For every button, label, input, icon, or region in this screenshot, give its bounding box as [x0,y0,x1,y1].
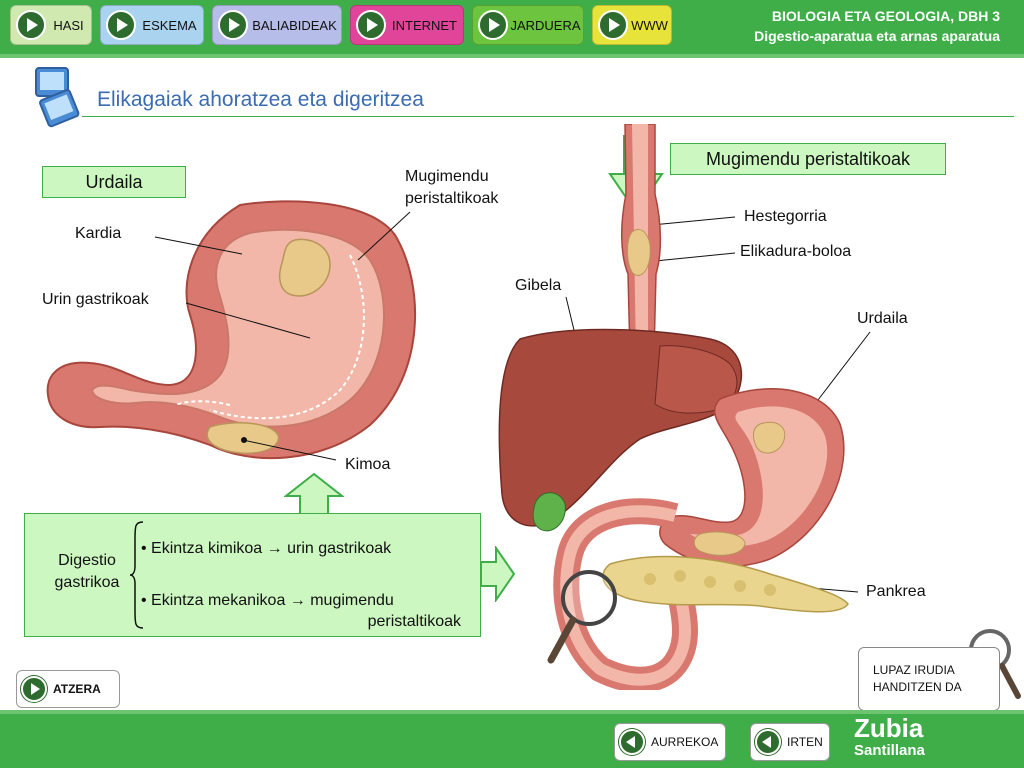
magnify-hint-line2: HANDITZEN DA [873,680,962,694]
nav-button-jarduera[interactable]: JARDUERA [472,5,584,45]
magnify-hint-line1: LUPAZ IRUDIA [873,663,955,677]
magnify-hint-box: LUPAZ IRUDIA HANDITZEN DA [858,647,1000,711]
header-title: BIOLOGIA ETA GEOLOGIA, DBH 3 Digestio-ap… [754,6,1000,46]
magnifier-icon[interactable] [545,568,625,668]
label-elikadura-boloa: Elikadura-boloa [740,243,852,260]
brace-icon [129,521,144,629]
nav-button-label: BALIABIDEAK [252,17,337,33]
play-icon [21,676,47,702]
exit-button[interactable]: IRTEN [750,723,830,761]
brand-name: Zubia [854,713,924,743]
label-urdaila: Urdaila [857,310,908,327]
label-mugimendu-line1: Mugimendu [405,168,489,185]
play-icon [478,10,508,40]
slides-icon [35,67,80,128]
label-hestegorria: Hestegorria [744,208,827,225]
stomach-label-box: Urdaila [42,166,186,198]
nav-button-eskema[interactable]: ESKEMA [100,5,204,45]
nav-button-label: HASI [53,17,84,33]
info-left-line2: gastrikoa [54,574,120,591]
page-title: Elikagaiak ahoratzea eta digeritzea [97,88,424,111]
subject-title: BIOLOGIA ETA GEOLOGIA, DBH 3 [771,8,1000,24]
label-mugimendu-peristaltikoak: Mugimendu peristaltikoak [405,166,498,210]
play-icon [218,10,248,40]
info-row-chemical: • Ekintza kimikoa → urin gastrikoak [141,540,392,557]
label-kimoa: Kimoa [345,456,391,473]
info-row-mechanical-line2: peristaltikoak [367,613,461,630]
play-icon [356,10,386,40]
exit-button-label: IRTEN [787,735,823,749]
nav-button-label: WWW [631,17,668,33]
brand-publisher: Santillana [854,742,925,759]
top-bar-divider [0,54,1024,58]
bottom-bar-divider [0,710,1024,714]
info-row-mechanical: • Ekintza mekanikoa → mugimendu peristal… [141,590,461,632]
right-arrow-icon [480,546,516,602]
title-divider [82,116,1014,117]
nav-button-hasi[interactable]: HASI [10,5,92,45]
back-arrow-icon [755,729,781,755]
info-left-heading: Digestio gastrikoa [33,550,141,594]
up-arrow-icon [284,472,344,516]
previous-button-label: AURREKOA [651,735,719,749]
back-button[interactable]: ATZERA [16,670,120,708]
back-button-label: ATZERA [53,682,101,696]
label-mugimendu-line2: peristaltikoak [405,190,499,207]
peristaltic-label-box: Mugimendu peristaltikoak [670,143,946,175]
label-urin-gastrikoak: Urin gastrikoak [42,291,149,308]
digestive-system-illustration [498,124,849,690]
digestion-info-box: Digestio gastrikoa • Ekintza kimikoa → u… [24,513,481,637]
nav-button-label: ESKEMA [142,17,197,33]
nav-button-internet[interactable]: INTERNET [350,5,464,45]
back-arrow-icon [619,729,645,755]
previous-button[interactable]: AURREKOA [614,723,726,761]
bottom-bar [0,714,1024,768]
label-kardia: Kardia [75,225,122,242]
nav-button-baliabideak[interactable]: BALIABIDEAK [212,5,342,45]
info-left-line1: Digestio [58,552,116,569]
stomach-illustration [46,200,416,460]
nav-button-www[interactable]: WWW [592,5,672,45]
play-icon [16,10,46,40]
label-gibela: Gibela [515,277,562,294]
brand-logo: Zubia Santillana [854,714,925,760]
nav-button-label: JARDUERA [510,17,581,33]
label-pankrea: Pankrea [866,583,926,600]
unit-title: Digestio-aparatua eta arnas aparatua [754,28,1000,44]
play-icon [106,10,136,40]
play-icon [598,10,628,40]
info-row-mechanical-line1: • Ekintza mekanikoa → mugimendu [141,592,394,609]
nav-button-label: INTERNET [392,17,457,33]
